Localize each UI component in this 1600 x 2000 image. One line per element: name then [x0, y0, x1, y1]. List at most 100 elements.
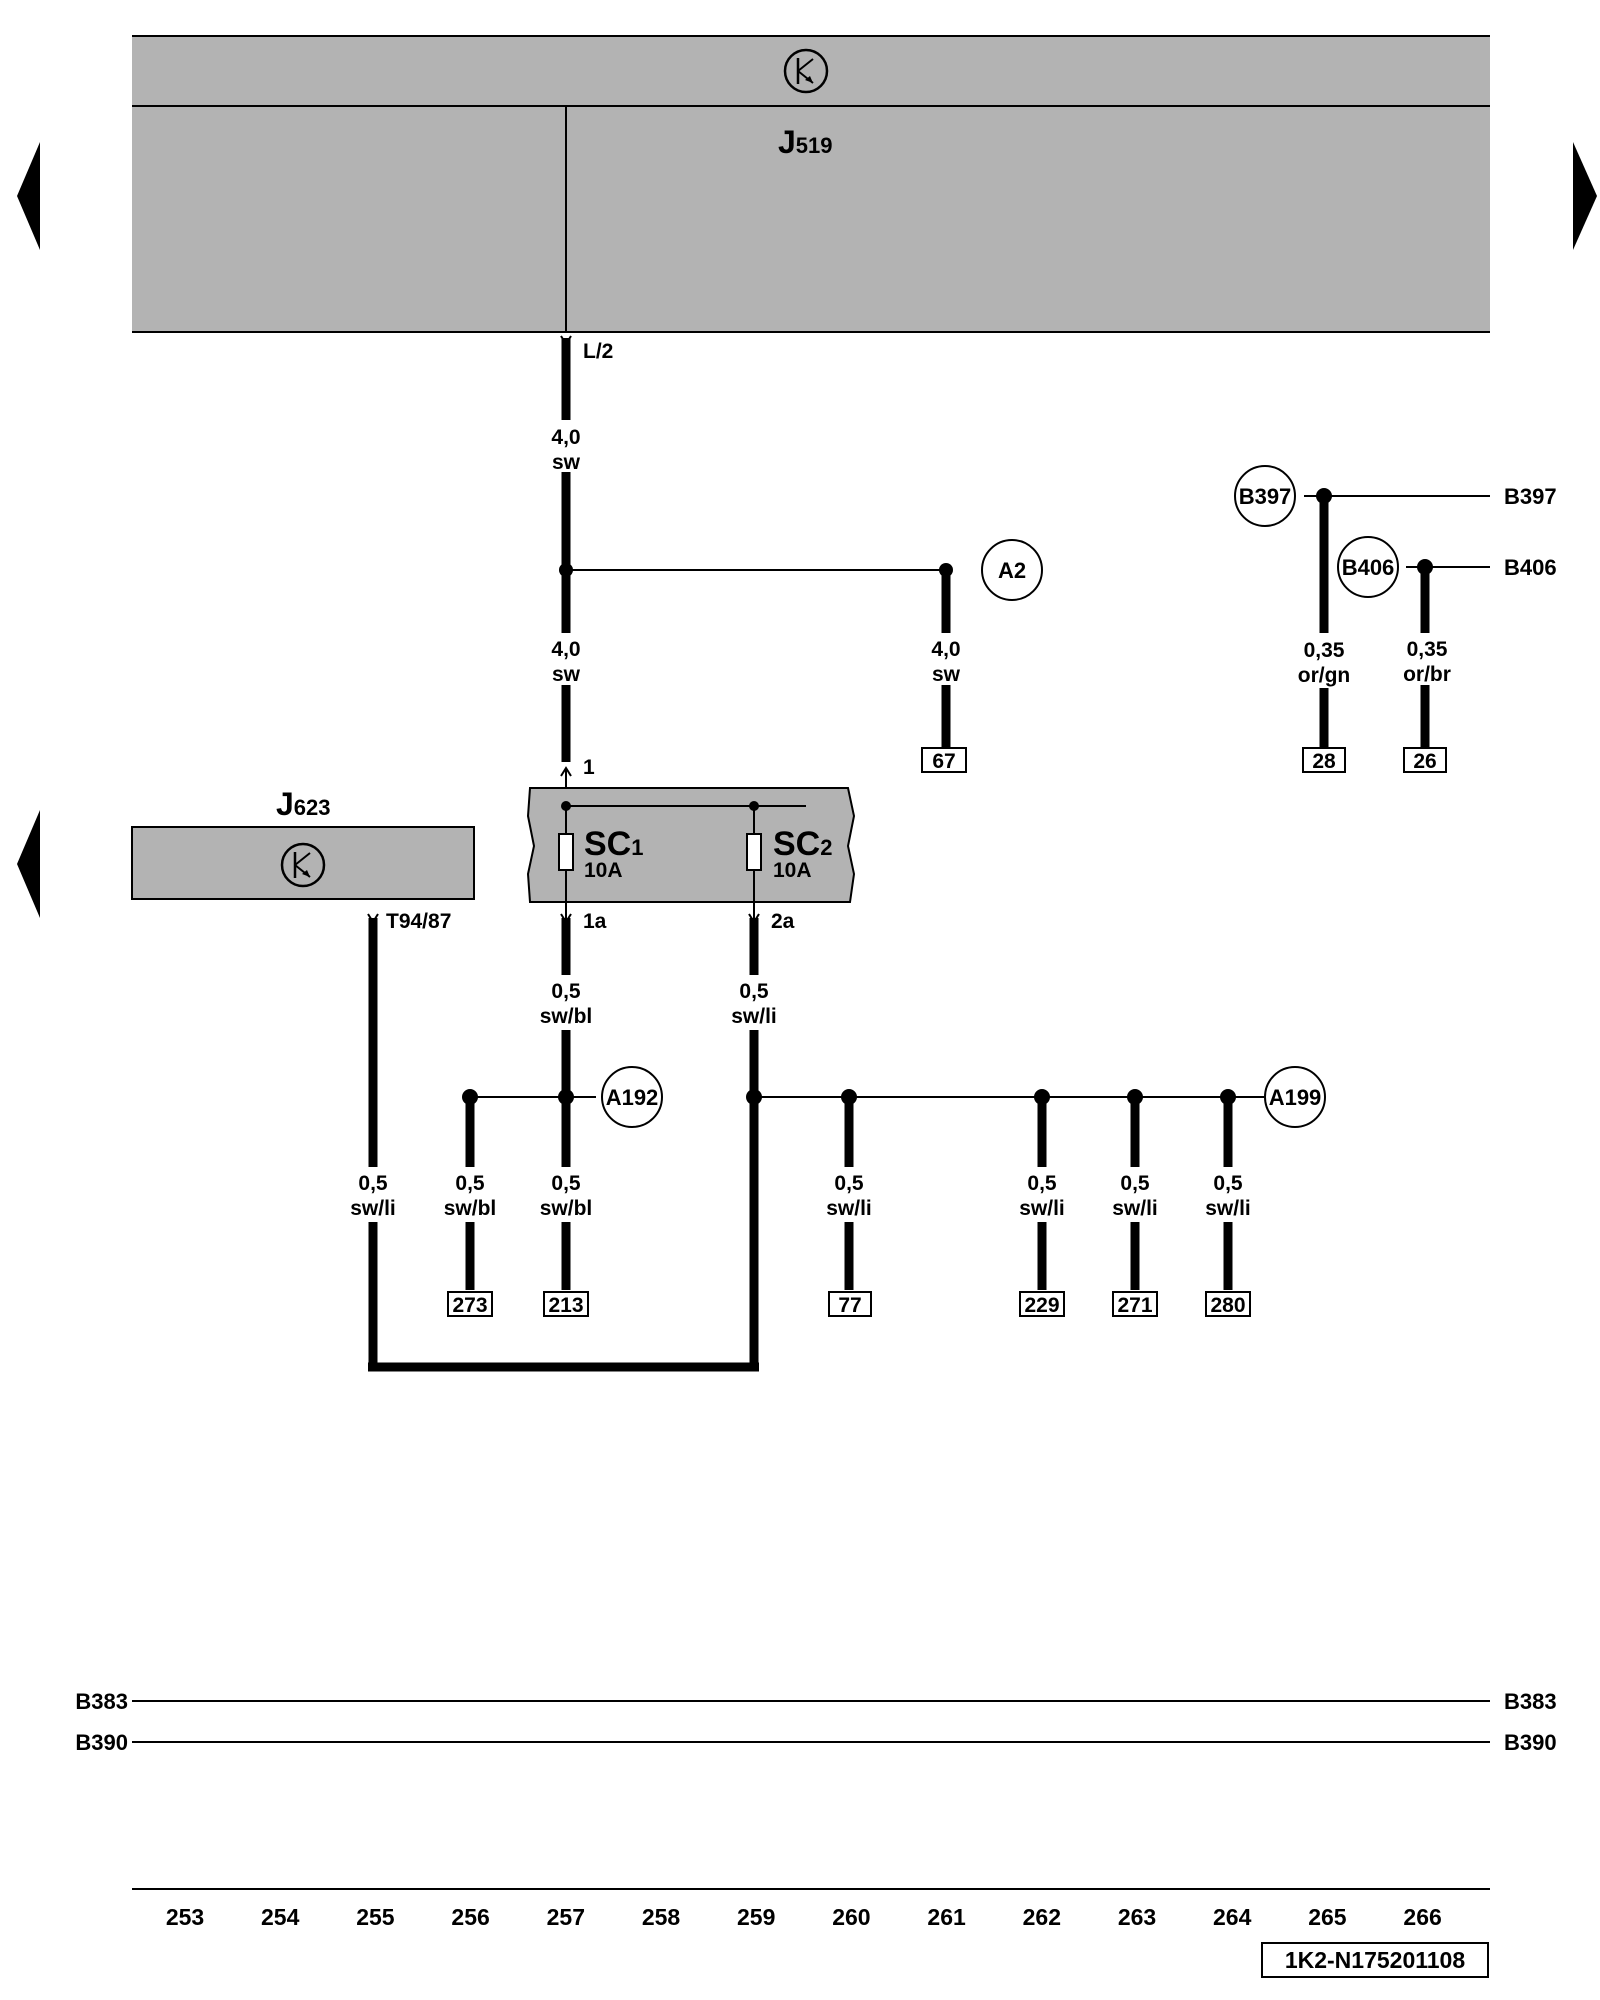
wire-size-label: 0,5	[834, 1172, 864, 1195]
wire-size-label: 0,5	[1027, 1172, 1057, 1195]
ref-273-label: 273	[452, 1294, 487, 1317]
ref-26-label: 26	[1413, 750, 1436, 773]
connector-b397-label: B397	[1239, 484, 1292, 509]
ref-box-28[interactable]	[1302, 747, 1346, 773]
connector-b397[interactable]	[1234, 465, 1296, 527]
wire-size-label: 0,5	[739, 980, 769, 1003]
wire-color-label: sw/bl	[540, 1197, 593, 1220]
connector-b406-label: B406	[1342, 555, 1395, 580]
a2-branch	[921, 539, 1043, 773]
ref-280-label: 280	[1210, 1294, 1245, 1317]
wire-size-label: 0,5	[1213, 1172, 1243, 1195]
ref-271-label: 271	[1117, 1294, 1152, 1317]
wire-size-label: 0,5	[551, 1172, 581, 1195]
ref-box-229[interactable]	[1019, 1291, 1065, 1317]
line-b406-label: B406	[1504, 555, 1557, 580]
line-b383-right-label: B383	[1504, 1689, 1557, 1714]
wire-color-label: sw	[552, 663, 581, 686]
wire-color-label: or/gn	[1298, 664, 1351, 687]
j623-pin-label: T94/87	[386, 910, 451, 933]
fuse-sc2-label: SC2	[773, 825, 832, 863]
control-unit-j623	[131, 826, 475, 900]
connector-a199[interactable]	[1264, 1066, 1326, 1128]
track-number-row: 253 254 255 256 257 258 259 260 261 262 263 264 265 2…	[166, 1904, 1442, 1930]
wire-size-label: 0,5	[455, 1172, 485, 1195]
track-number: 253	[166, 1904, 204, 1930]
fuse-sc2-rating: 10A	[773, 859, 812, 882]
wire-color-label: sw	[552, 451, 581, 474]
b397-b406-branches	[1234, 465, 1490, 773]
connector-a2-label: A2	[998, 558, 1026, 583]
connector-a192[interactable]	[601, 1066, 663, 1128]
pin-l2-label: L/2	[583, 340, 613, 363]
wire-size-label: 0,5	[551, 980, 581, 1003]
track-number: 262	[1023, 1904, 1061, 1930]
ref-213-label: 213	[548, 1294, 583, 1317]
ref-77-label: 77	[838, 1294, 861, 1317]
track-number: 260	[832, 1904, 870, 1930]
ref-box-213[interactable]	[543, 1291, 589, 1317]
wire-color-label: or/br	[1403, 663, 1451, 686]
wire-color-label: sw/li	[826, 1197, 872, 1220]
fuse-sc1-pin-label: 1a	[583, 910, 607, 933]
fuse-sc1-label: SC1	[584, 825, 643, 863]
fuse-input-pin-label: 1	[583, 756, 595, 779]
connector-b406[interactable]	[1337, 536, 1399, 598]
wire-size-label: 4,0	[551, 638, 580, 661]
fuse-sc1-icon[interactable]	[558, 833, 574, 871]
ref-box-280[interactable]	[1205, 1291, 1251, 1317]
wire-size-label: 4,0	[551, 426, 580, 449]
j623-label: J623	[276, 786, 331, 822]
wire-size-label: 4,0	[931, 638, 960, 661]
line-b383-left-label: B383	[75, 1689, 128, 1714]
wire-color-label: sw/bl	[444, 1197, 497, 1220]
wire-color-label: sw/bl	[540, 1005, 593, 1028]
wire-size-label: 0,5	[1120, 1172, 1150, 1195]
prev-page-arrow-icon[interactable]	[17, 142, 40, 250]
wire-color-label: sw	[932, 663, 961, 686]
ref-28-label: 28	[1312, 750, 1336, 773]
track-number: 258	[642, 1904, 681, 1930]
track-number: 264	[1213, 1904, 1252, 1930]
ref-box-273[interactable]	[447, 1291, 493, 1317]
document-id: 1K2-N175201108	[1285, 1947, 1466, 1973]
wire-color-label: sw/li	[1205, 1197, 1251, 1220]
ref-box-67[interactable]	[921, 747, 967, 773]
document-id-box	[1261, 1942, 1489, 1978]
wire-size-label: 0,5	[358, 1172, 388, 1195]
track-number: 265	[1308, 1904, 1347, 1930]
wire-size-label: 0,35	[1304, 639, 1345, 662]
electronic-unit-icon	[280, 842, 326, 888]
track-number: 257	[547, 1904, 585, 1930]
prev-section-arrow-icon[interactable]	[17, 810, 40, 918]
track-number: 261	[927, 1904, 966, 1930]
connector-a192-label: A192	[606, 1085, 659, 1110]
electronic-unit-icon	[783, 48, 829, 94]
ref-67-label: 67	[932, 750, 955, 773]
next-page-arrow-icon[interactable]	[1573, 142, 1597, 250]
fuse-sc2-pin-label: 2a	[771, 910, 795, 933]
track-number: 255	[356, 1904, 395, 1930]
j519-label: J519	[778, 124, 833, 160]
wire-size-label: 0,35	[1407, 638, 1448, 661]
wire-color-label: sw/li	[350, 1197, 396, 1220]
wire-color-label: sw/li	[731, 1005, 777, 1028]
fuse-sc2-icon[interactable]	[746, 833, 762, 871]
track-number: 263	[1118, 1904, 1156, 1930]
ref-box-26[interactable]	[1403, 747, 1447, 773]
fused-output-wires	[367, 913, 1326, 1372]
wire-color-label: sw/li	[1019, 1197, 1065, 1220]
ref-box-271[interactable]	[1112, 1291, 1158, 1317]
junction-dot	[746, 1089, 762, 1105]
ref-box-77[interactable]	[828, 1291, 872, 1317]
track-number: 254	[261, 1904, 300, 1930]
track-number: 259	[737, 1904, 775, 1930]
ref-229-label: 229	[1024, 1294, 1059, 1317]
track-number: 256	[451, 1904, 489, 1930]
fuse-sc1-rating: 10A	[584, 859, 623, 882]
track-number: 266	[1403, 1904, 1441, 1930]
main-feed-wire	[559, 335, 953, 790]
connector-a199-label: A199	[1269, 1085, 1322, 1110]
connector-a2[interactable]	[981, 539, 1043, 601]
